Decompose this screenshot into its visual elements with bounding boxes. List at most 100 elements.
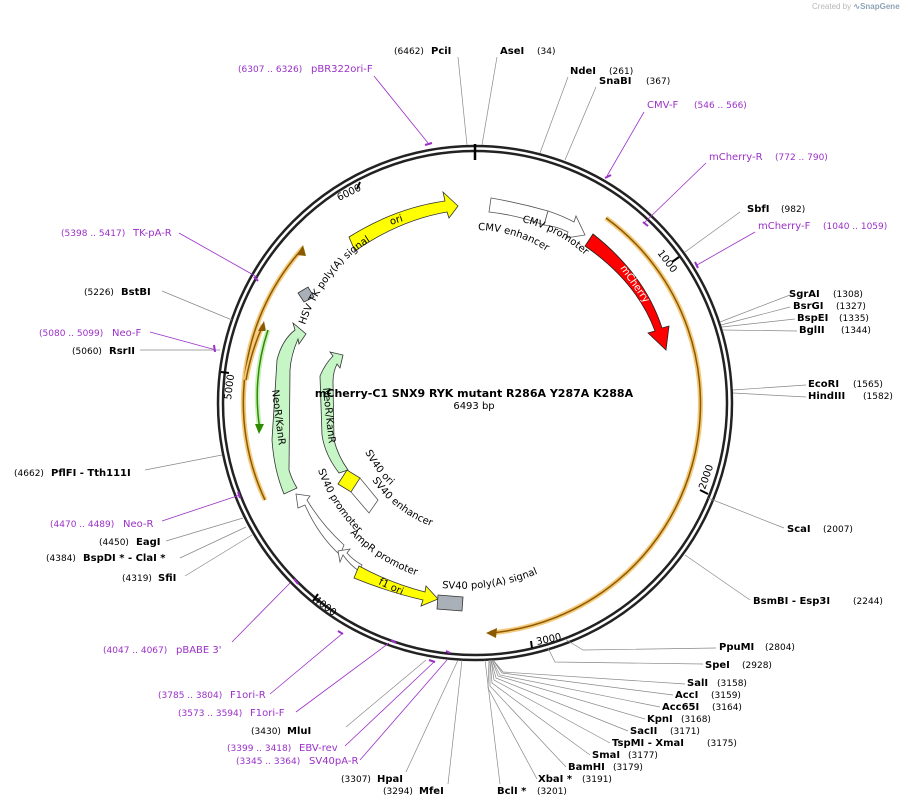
site-ppumi-name[interactable]: PpuMI [719,642,754,653]
primer-neo-f-name[interactable]: Neo-F [112,328,142,339]
site-mfei-name[interactable]: MfeI [419,786,444,797]
site-sgrai-pos: (1308) [833,290,863,300]
feature-ori[interactable] [348,190,459,252]
feature-mcherry[interactable] [584,233,670,351]
site-acc65i-name[interactable]: Acc65I [662,702,699,713]
site-sali-name[interactable]: SalI [687,678,708,689]
plasmid-length: 6493 bp [453,401,494,412]
primer-leaders [149,75,756,761]
feature-f1-ori[interactable] [353,565,439,607]
feature-mcherry-label: mCherry [618,263,652,305]
leader-pcii [457,56,468,146]
site-sbfi-name[interactable]: SbfI [747,204,769,215]
site-mlui-name[interactable]: MluI [287,726,311,737]
site-acci-name[interactable]: AccI [675,690,698,701]
primer-ebv-rev-pos: (3399 .. 3418) [227,744,291,754]
neo-orf-arrowhead [297,245,306,256]
site-asei-name[interactable]: AseI [500,46,524,57]
feature-ori-label: ori [389,213,405,227]
primer-sv40pa-r-name[interactable]: SV40pA-R [309,756,358,767]
site-acc65i-pos: (3164) [712,703,742,713]
primer-pbr322ori-f-name[interactable]: pBR322ori-F [311,64,373,75]
site-bsmbi-name[interactable]: BsmBI - Esp3I [753,596,830,607]
leader-bspdi [179,526,247,559]
site-sbfi-pos: (982) [781,205,805,215]
leader-mcherry-f [696,231,756,266]
site-rsrii-pos: (5060) [72,347,102,357]
site-pflfi-pos: (4662) [14,469,44,479]
leader-pflfi [144,454,223,471]
primer-cmv-f-name[interactable]: CMV-F [647,100,678,111]
site-bstbi-pos: (5226) [84,288,114,298]
site-smai-name[interactable]: SmaI [592,750,620,761]
site-eagi-name[interactable]: EagI [136,537,160,548]
site-bsmbi-pos: (2244) [853,597,883,607]
tick-label-4000: 4000 [311,595,338,619]
site-eagi-pos: (4450) [99,538,129,548]
site-bglii-name[interactable]: BglII [799,325,825,336]
mark-cmv-f [604,174,612,179]
site-spei-name[interactable]: SpeI [705,660,730,671]
leader-sgrai [719,294,791,323]
leader-f1ori-f [295,642,390,713]
site-bspdi-name[interactable]: BspDI * - ClaI * [83,553,166,564]
feature-cmv-promoter[interactable] [543,210,586,239]
primer-mcherry-f-pos: (1040 .. 1059) [823,222,887,232]
site-kpni-name[interactable]: KpnI [647,714,673,725]
primer-mcherry-r-name[interactable]: mCherry-R [709,152,763,163]
site-xbai-name[interactable]: XbaI * [538,774,573,785]
site-ndei-name[interactable]: NdeI [570,66,596,77]
site-bstbi-name[interactable]: BstBI [121,287,151,298]
mark-sv40pa-r [445,650,451,654]
leader-spei [547,647,704,665]
feature-sv40-promoter[interactable] [295,493,345,556]
tick-4000 [312,593,319,602]
feature-ampr-promoter[interactable] [337,548,363,572]
feature-hsv-tk-polya[interactable] [297,286,315,303]
neo-green-band [254,329,271,431]
primer-ebv-rev-name[interactable]: EBV-rev [299,743,338,754]
site-bcli-name[interactable]: BclI * [497,786,527,797]
neo-green-line [256,329,269,431]
site-bsrgi-name[interactable]: BsrGI [793,301,823,312]
site-pflfi-name[interactable]: PflFI - Tth111I [51,468,131,479]
mcherry-orf-line [489,217,702,634]
leader-snabi [564,86,597,161]
leader-smai [489,659,591,756]
site-sgrai-name[interactable]: SgrAI [789,289,820,300]
primer-pbabe-3-name[interactable]: pBABE 3' [176,645,222,656]
feature-sv40-enhancer[interactable] [350,477,379,514]
primer-mcherry-f-name[interactable]: mCherry-F [758,221,811,232]
feature-sv40-polya-label: SV40 poly(A) signal [442,566,539,592]
site-pcii-name[interactable]: PciI [431,46,451,57]
primer-f1ori-f-name[interactable]: F1ori-F [250,708,285,719]
site-sfii-name[interactable]: SfiI [158,573,176,584]
primer-tk-pa-r-name[interactable]: TK-pA-R [132,228,172,239]
site-snabi-name[interactable]: SnaBI [599,76,631,87]
leader-xbai [487,659,538,780]
site-bamhi-name[interactable]: BamHI [568,762,605,773]
feature-neor-kanr-outer[interactable] [271,321,307,495]
site-tspmi-name[interactable]: TspMI - XmaI [612,738,684,749]
site-bcli-pos: (3201) [537,787,567,797]
leader-asei [481,56,498,146]
feature-sv40-polya[interactable] [436,594,464,612]
site-ecori-name[interactable]: EcoRI [808,379,839,390]
primer-f1ori-r-name[interactable]: F1ori-R [230,690,266,701]
site-rsrii-name[interactable]: RsrII [109,346,135,357]
feature-neor-kanr-inner[interactable] [319,351,349,474]
site-bspei-name[interactable]: BspEI [797,313,828,324]
site-scai-name[interactable]: ScaI [787,524,811,535]
site-hindiii-name[interactable]: HindIII [808,391,845,402]
site-hpai-name[interactable]: HpaI [377,774,403,785]
mark-pbabe-3 [293,578,299,585]
tick-2000 [699,489,709,495]
primer-neo-r-name[interactable]: Neo-R [123,519,154,530]
leader-bglii [722,329,798,332]
site-sacii-name[interactable]: SacII [630,726,657,737]
site-ppumi-pos: (2804) [765,643,795,653]
site-bsrgi-pos: (1327) [836,302,866,312]
primer-tk-pa-r-pos: (5398 .. 5417) [61,229,125,239]
leader-kpni [491,659,646,720]
